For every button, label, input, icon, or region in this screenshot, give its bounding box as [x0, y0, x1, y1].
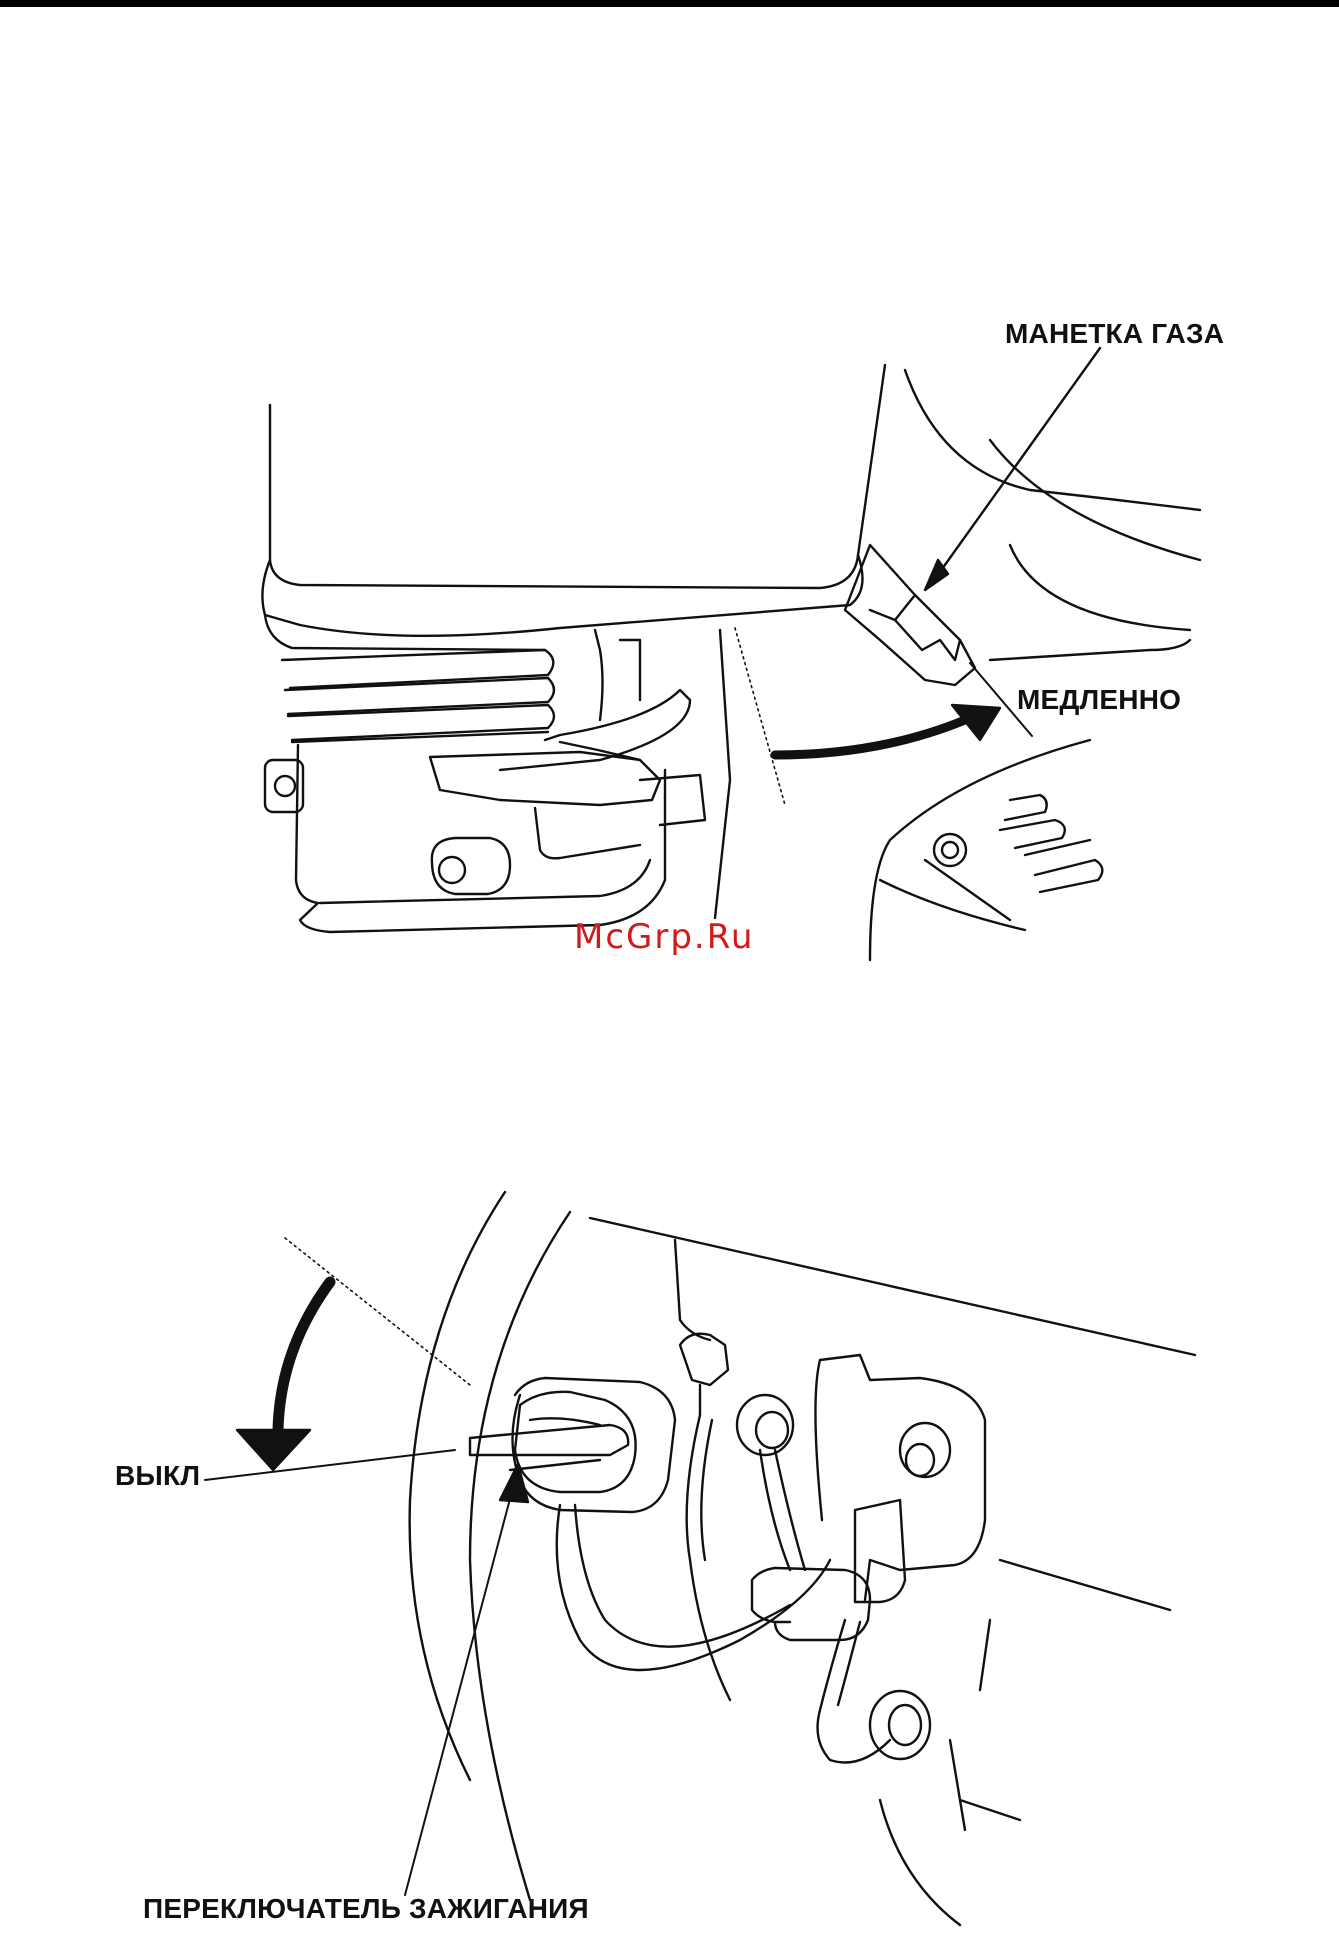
ignition-switch-label: ПЕРЕКЛЮЧАТЕЛЬ ЗАЖИГАНИЯ [143, 1893, 589, 1925]
watermark: McGrp.Ru [574, 917, 754, 957]
slow-position-label: МЕДЛЕННО [1017, 684, 1181, 716]
throttle-lever-label: МАНЕТКА ГАЗА [1005, 318, 1224, 350]
top-figure-throttle [262, 348, 1200, 960]
off-position-label: ВЫКЛ [115, 1460, 200, 1492]
bottom-figure-ignition [205, 1192, 1195, 1925]
arrow-head-off [237, 1430, 310, 1470]
arrow-head-ignition [500, 1464, 528, 1502]
